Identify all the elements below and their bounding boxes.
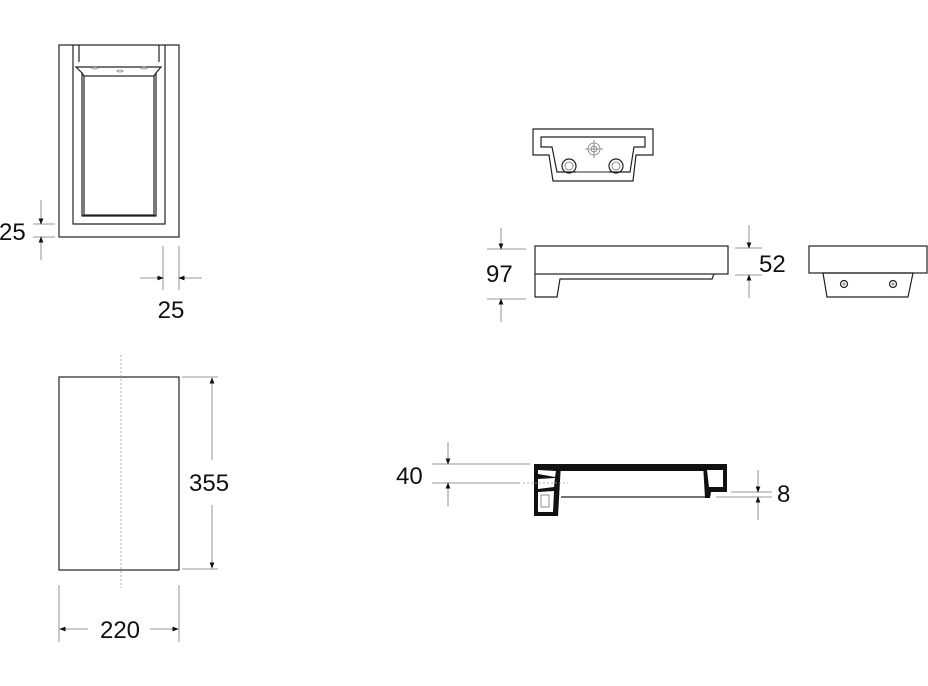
end-view xyxy=(808,245,928,298)
plan-view xyxy=(532,128,654,182)
dimension-label: 355 xyxy=(189,470,229,497)
dimension-label: 52 xyxy=(759,251,786,278)
dimension-label: 25 xyxy=(158,297,185,324)
top-view xyxy=(58,355,180,588)
dimension-label: 97 xyxy=(486,261,513,288)
dimension-frame-bottom: 25 xyxy=(0,200,55,260)
dimension-label: 25 xyxy=(0,219,26,246)
dimension-width-220: 220 xyxy=(58,585,180,644)
side-view xyxy=(534,245,729,298)
dimension-lip-8: 8 xyxy=(716,470,790,520)
dimension-frame-side: 25 xyxy=(140,246,202,324)
dimension-label: 40 xyxy=(396,463,423,490)
dimension-thickness-52: 52 xyxy=(735,225,786,298)
dimension-label: 220 xyxy=(100,617,140,644)
dimension-height-355: 355 xyxy=(182,376,229,570)
dimension-section-40: 40 xyxy=(396,442,530,506)
dimension-height-97: 97 xyxy=(486,228,526,322)
section-view xyxy=(523,464,727,516)
front-view xyxy=(58,44,180,238)
dimension-label: 8 xyxy=(777,481,790,508)
